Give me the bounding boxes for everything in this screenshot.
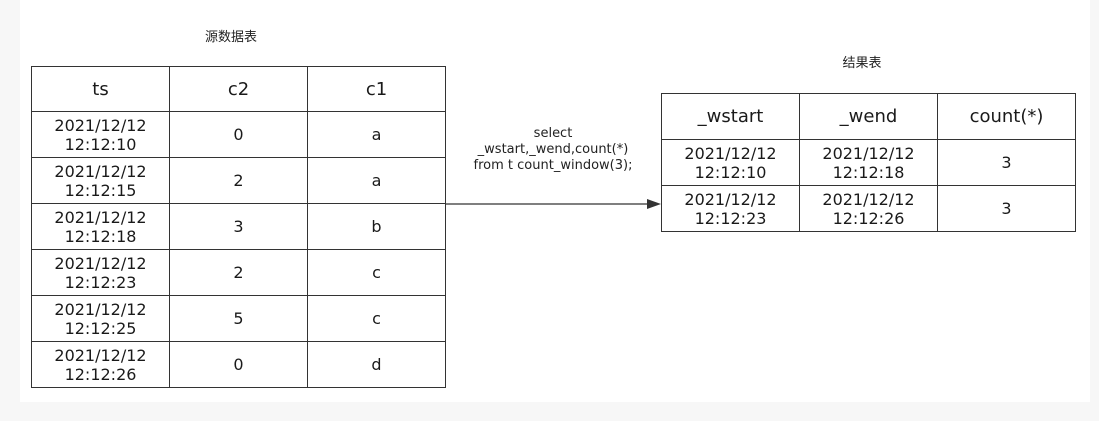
query-line: from t count_window(3); <box>473 158 633 173</box>
cell-count: 3 <box>937 139 1076 186</box>
cell-c1: b <box>307 203 446 250</box>
cell-count: 3 <box>937 185 1076 232</box>
result-table-header-row: _wstart _wend count(*) <box>661 93 1076 140</box>
query-label: select _wstart,_wend,count(*) from t cou… <box>474 126 633 174</box>
query-line: select <box>533 126 573 141</box>
arrow-head-icon <box>647 199 661 209</box>
cell-c1: d <box>307 341 446 388</box>
cell-c1: c <box>307 249 446 296</box>
column-header-wend: _wend <box>799 93 938 140</box>
source-table-caption: 源数据表 <box>204 30 258 45</box>
column-header-wstart: _wstart <box>661 93 800 140</box>
cell-c1: a <box>307 157 446 204</box>
cell-c2: 2 <box>169 249 308 296</box>
cell-c2: 0 <box>169 341 308 388</box>
cell-c1: c <box>307 295 446 342</box>
result-table-caption: 结果表 <box>842 56 882 71</box>
query-line: _wstart,_wend,count(*) <box>477 142 629 157</box>
cell-c1: a <box>307 111 446 158</box>
cell-c2: 3 <box>169 203 308 250</box>
cell-c2: 0 <box>169 111 308 158</box>
column-header-count: count(*) <box>937 93 1076 140</box>
